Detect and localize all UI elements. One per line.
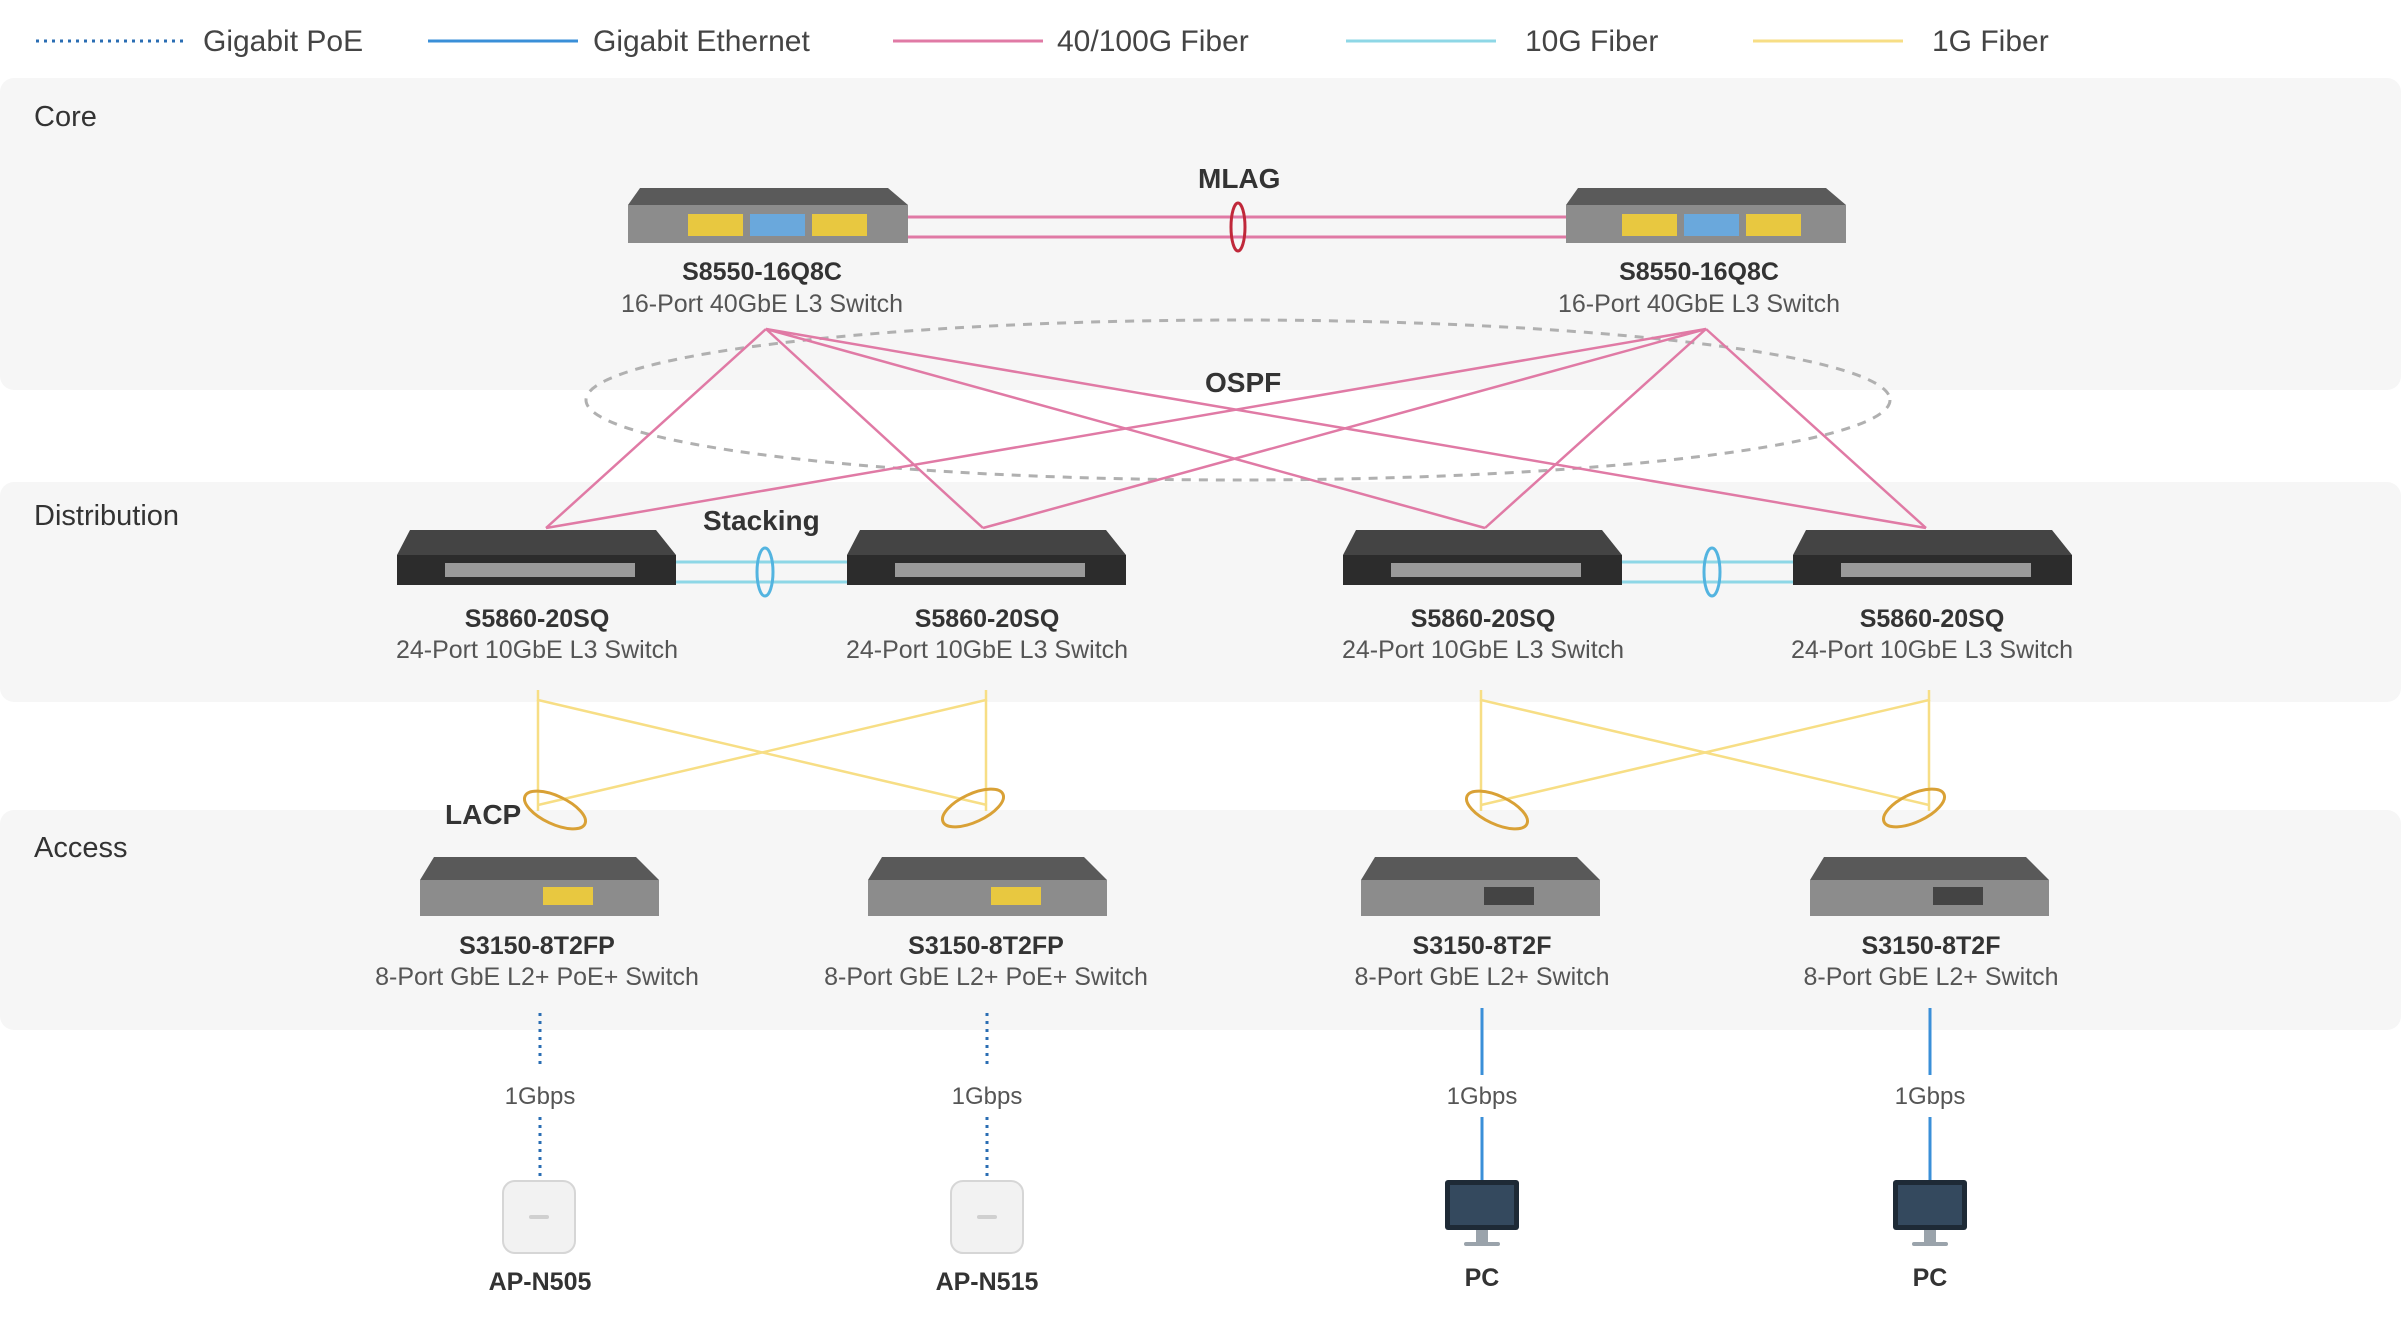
legend-gigabit-ethernet-label: Gigabit Ethernet [593,25,810,58]
lacp-ring [1465,789,1529,831]
access-switch-3 [1361,857,1600,916]
access-switch-4-model: S3150-8T2F [1862,932,2001,960]
legend-fiber-10g-label: 10G Fiber [1525,25,1658,58]
access-switch-4-desc: 8-Port GbE L2+ Switch [1804,963,2059,991]
downlink-pair-left [536,690,988,807]
pc-monitor-icon [1445,1180,1519,1246]
distribution-tier-band [0,482,2401,702]
ospf-ring [584,318,1892,482]
access-switch-1 [420,857,659,916]
distribution-switch-4 [1793,530,2072,585]
legend-fiber-1g-label: 1G Fiber [1932,25,2049,58]
switch-top [628,188,908,205]
core-switch-2 [1566,188,1846,243]
uplink-core1-dist1 [545,328,767,529]
mlag-ring [1229,201,1247,253]
mlag-label: MLAG [1198,163,1280,194]
endpoint-4-speed: 1Gbps [1895,1083,1966,1110]
port-block [1684,214,1739,236]
lacp-ring [941,787,1005,829]
access-switch-2 [868,857,1107,916]
core-switch-2-model: S8550-16Q8C [1619,258,1779,286]
pc-monitor-icon [1893,1180,1967,1246]
distribution-switch-2-desc: 24-Port 10GbE L3 Switch [846,636,1128,664]
core-tier-label: Core [34,101,97,133]
distribution-switch-1-model: S5860-20SQ [465,605,610,633]
endpoint-2-speed: 1Gbps [952,1083,1023,1110]
stacking-links [674,546,1797,598]
stacking-ring [1702,546,1722,598]
uplink-core2-dist1 [545,327,1707,530]
endpoint-1-speed: 1Gbps [505,1083,576,1110]
downlink-pair-right [1480,690,1931,807]
endpoint-3-speed: 1Gbps [1447,1083,1518,1110]
lacp-ring [523,789,587,831]
access-switch-4 [1810,857,2049,916]
lacp-ring [1882,787,1946,829]
legend-gigabit-poe-label: Gigabit PoE [203,25,363,58]
port-block [688,214,743,236]
access-point-icon [950,1180,1024,1254]
core-switch-2-desc: 16-Port 40GbE L3 Switch [1558,290,1840,318]
access-switch-3-desc: 8-Port GbE L2+ Switch [1355,963,1610,991]
access-switch-1-desc: 8-Port GbE L2+ PoE+ Switch [375,963,699,991]
endpoint-1-name: AP-N505 [489,1268,592,1296]
port-block [1622,214,1677,236]
uplink-core2-dist4 [1705,328,1927,529]
access-switch-3-model: S3150-8T2F [1413,932,1552,960]
distribution-switch-2 [847,530,1126,585]
legend-fiber-40-100g-label: 40/100G Fiber [1057,25,1249,58]
core-switch-1-desc: 16-Port 40GbE L3 Switch [621,290,903,318]
mlag-links [908,201,1566,253]
lacp-label: LACP [445,799,521,830]
access-switch-2-model: S3150-8T2FP [908,932,1064,960]
distribution-switch-1-desc: 24-Port 10GbE L3 Switch [396,636,678,664]
access-switch-2-desc: 8-Port GbE L2+ PoE+ Switch [824,963,1148,991]
access-switch-1-model: S3150-8T2FP [459,932,615,960]
port-block [812,214,867,236]
access-tier-band [0,810,2401,1030]
endpoint-3-name: PC [1465,1264,1500,1292]
distribution-access-links [536,690,1931,811]
uplink-core2-dist3 [1484,328,1707,529]
core-switch-1-model: S8550-16Q8C [682,258,842,286]
stacking-ring [755,546,775,598]
uplink-core2-dist2 [982,327,1707,530]
core-switch-1 [628,188,908,243]
ospf-label: OSPF [1205,367,1281,398]
distribution-switch-3-model: S5860-20SQ [1411,605,1556,633]
endpoint-2-name: AP-N515 [936,1268,1039,1296]
port-block [1746,214,1801,236]
port-block [750,214,805,236]
distribution-tier-label: Distribution [34,500,179,532]
core-distribution-links [545,327,1927,530]
lacp-rings [523,787,1946,831]
endpoint-links [538,1008,1932,1180]
distribution-switch-3 [1343,530,1622,585]
stacking-label: Stacking [703,505,820,536]
access-tier-label: Access [34,832,127,864]
downlink-pair-right [1479,690,1930,807]
distribution-switch-2-model: S5860-20SQ [915,605,1060,633]
core-tier-band [0,78,2401,390]
endpoint-4-name: PC [1913,1264,1948,1292]
distribution-switch-4-model: S5860-20SQ [1860,605,2005,633]
distribution-switch-1 [397,530,676,585]
access-point-icon [502,1180,576,1254]
uplink-core1-dist2 [765,328,984,529]
switch-top [1566,188,1846,205]
distribution-switch-4-desc: 24-Port 10GbE L3 Switch [1791,636,2073,664]
downlink-pair-left [537,690,988,807]
legend: Gigabit PoE Gigabit Ethernet 40/100G Fib… [36,25,2049,58]
distribution-switch-3-desc: 24-Port 10GbE L3 Switch [1342,636,1624,664]
